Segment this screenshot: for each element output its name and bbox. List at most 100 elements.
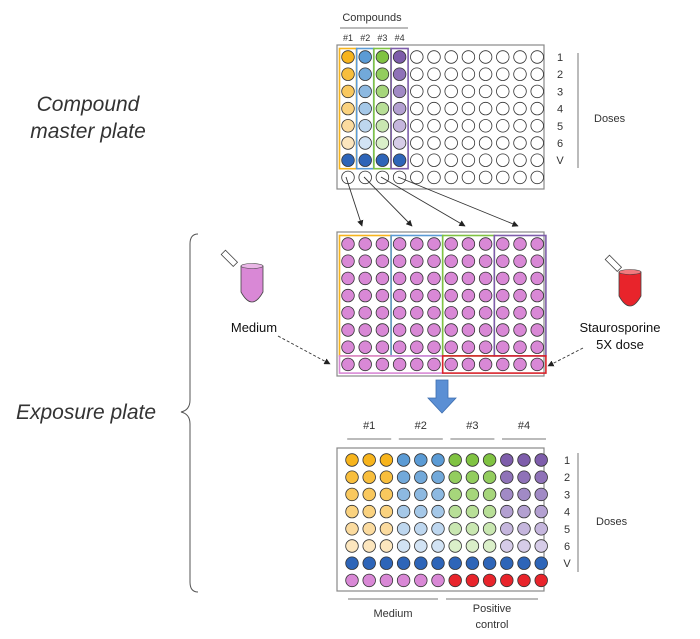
master-well — [496, 101, 510, 116]
result-well — [500, 539, 514, 553]
exposure-well — [410, 237, 424, 251]
exposure-well — [410, 271, 424, 286]
result-well — [379, 556, 394, 570]
exposure-well — [530, 323, 544, 337]
master-well — [444, 153, 458, 167]
result-well — [482, 504, 497, 519]
exposure-well — [530, 306, 544, 320]
result-well — [448, 539, 462, 553]
master-well — [478, 153, 493, 167]
result-well — [534, 487, 548, 502]
result-well — [500, 522, 514, 536]
result-medium-label: Medium — [373, 608, 412, 620]
exposure-well — [410, 357, 424, 372]
exposure-well — [427, 306, 441, 320]
exposure-well — [444, 271, 458, 286]
master-well — [461, 101, 476, 116]
master-well — [358, 170, 372, 185]
master-well — [392, 153, 407, 167]
exposure-well — [478, 288, 493, 303]
result-well — [465, 539, 480, 553]
master-well — [341, 136, 355, 150]
exposure-well — [478, 340, 493, 354]
master-well — [410, 84, 424, 99]
positive-control-label-line2: control — [475, 619, 508, 631]
result-wells — [345, 453, 548, 588]
result-well — [482, 556, 497, 570]
master-well — [427, 119, 441, 133]
result-well — [345, 522, 359, 536]
master-well — [530, 67, 544, 81]
exposure-well — [496, 288, 510, 303]
master-row-label: 3 — [557, 86, 563, 98]
exposure-well — [341, 306, 355, 320]
exposure-well — [427, 237, 441, 251]
result-well — [448, 556, 462, 570]
exposure-well — [530, 271, 544, 286]
result-well — [534, 470, 548, 484]
result-well — [517, 556, 531, 570]
result-row-label: 6 — [564, 541, 570, 553]
exposure-well — [358, 254, 372, 268]
master-well — [427, 67, 441, 81]
result-well — [517, 539, 531, 553]
exposure-well — [392, 254, 407, 268]
result-doses-label: Doses — [596, 516, 628, 528]
result-row-label: 5 — [564, 524, 570, 536]
result-well — [500, 470, 514, 484]
result-row-label: 2 — [564, 472, 570, 484]
exposure-well — [341, 237, 355, 251]
result-well — [379, 453, 394, 467]
result-well — [396, 522, 411, 536]
exposure-well — [444, 340, 458, 354]
result-well — [362, 522, 376, 536]
result-group-label: #4 — [518, 420, 530, 432]
exposure-well — [427, 323, 441, 337]
exposure-well — [461, 357, 476, 372]
exposure-well — [410, 254, 424, 268]
master-well — [358, 119, 372, 133]
master-well — [461, 84, 476, 99]
master-well — [410, 119, 424, 133]
compound-master-label-line2: master plate — [30, 120, 146, 143]
result-well — [517, 453, 531, 467]
exposure-well — [427, 357, 441, 372]
master-well — [496, 119, 510, 133]
master-well — [478, 170, 493, 185]
master-well — [341, 84, 355, 99]
exposure-well — [375, 357, 390, 372]
exposure-well — [392, 288, 407, 303]
exposure-well — [375, 271, 390, 286]
master-well — [358, 101, 372, 116]
result-group-labels: #1#2#3#4 — [347, 420, 546, 440]
result-well — [465, 556, 480, 570]
master-well — [341, 153, 355, 167]
exposure-well — [358, 340, 372, 354]
result-well — [448, 573, 462, 588]
exposure-frames — [338, 234, 547, 374]
exposure-well — [461, 237, 476, 251]
result-well — [345, 556, 359, 570]
exposure-well — [392, 357, 407, 372]
result-well — [379, 487, 394, 502]
master-well — [410, 136, 424, 150]
result-row-label: 1 — [564, 455, 570, 467]
master-well — [392, 84, 407, 99]
exposure-well — [513, 306, 527, 320]
master-well — [358, 84, 372, 99]
transfer-arrow-1 — [345, 176, 364, 227]
exposure-well — [461, 340, 476, 354]
exposure-control-frame — [441, 355, 547, 374]
result-well — [465, 522, 480, 536]
master-well — [375, 84, 390, 99]
master-well — [513, 170, 527, 185]
exposure-well — [461, 323, 476, 337]
exposure-well — [427, 271, 441, 286]
master-well — [513, 153, 527, 167]
result-well — [431, 504, 445, 519]
master-column-frames — [338, 47, 409, 170]
transfer-arrow-3 — [380, 176, 466, 227]
master-row-label: 2 — [557, 69, 563, 81]
master-well — [392, 136, 407, 150]
